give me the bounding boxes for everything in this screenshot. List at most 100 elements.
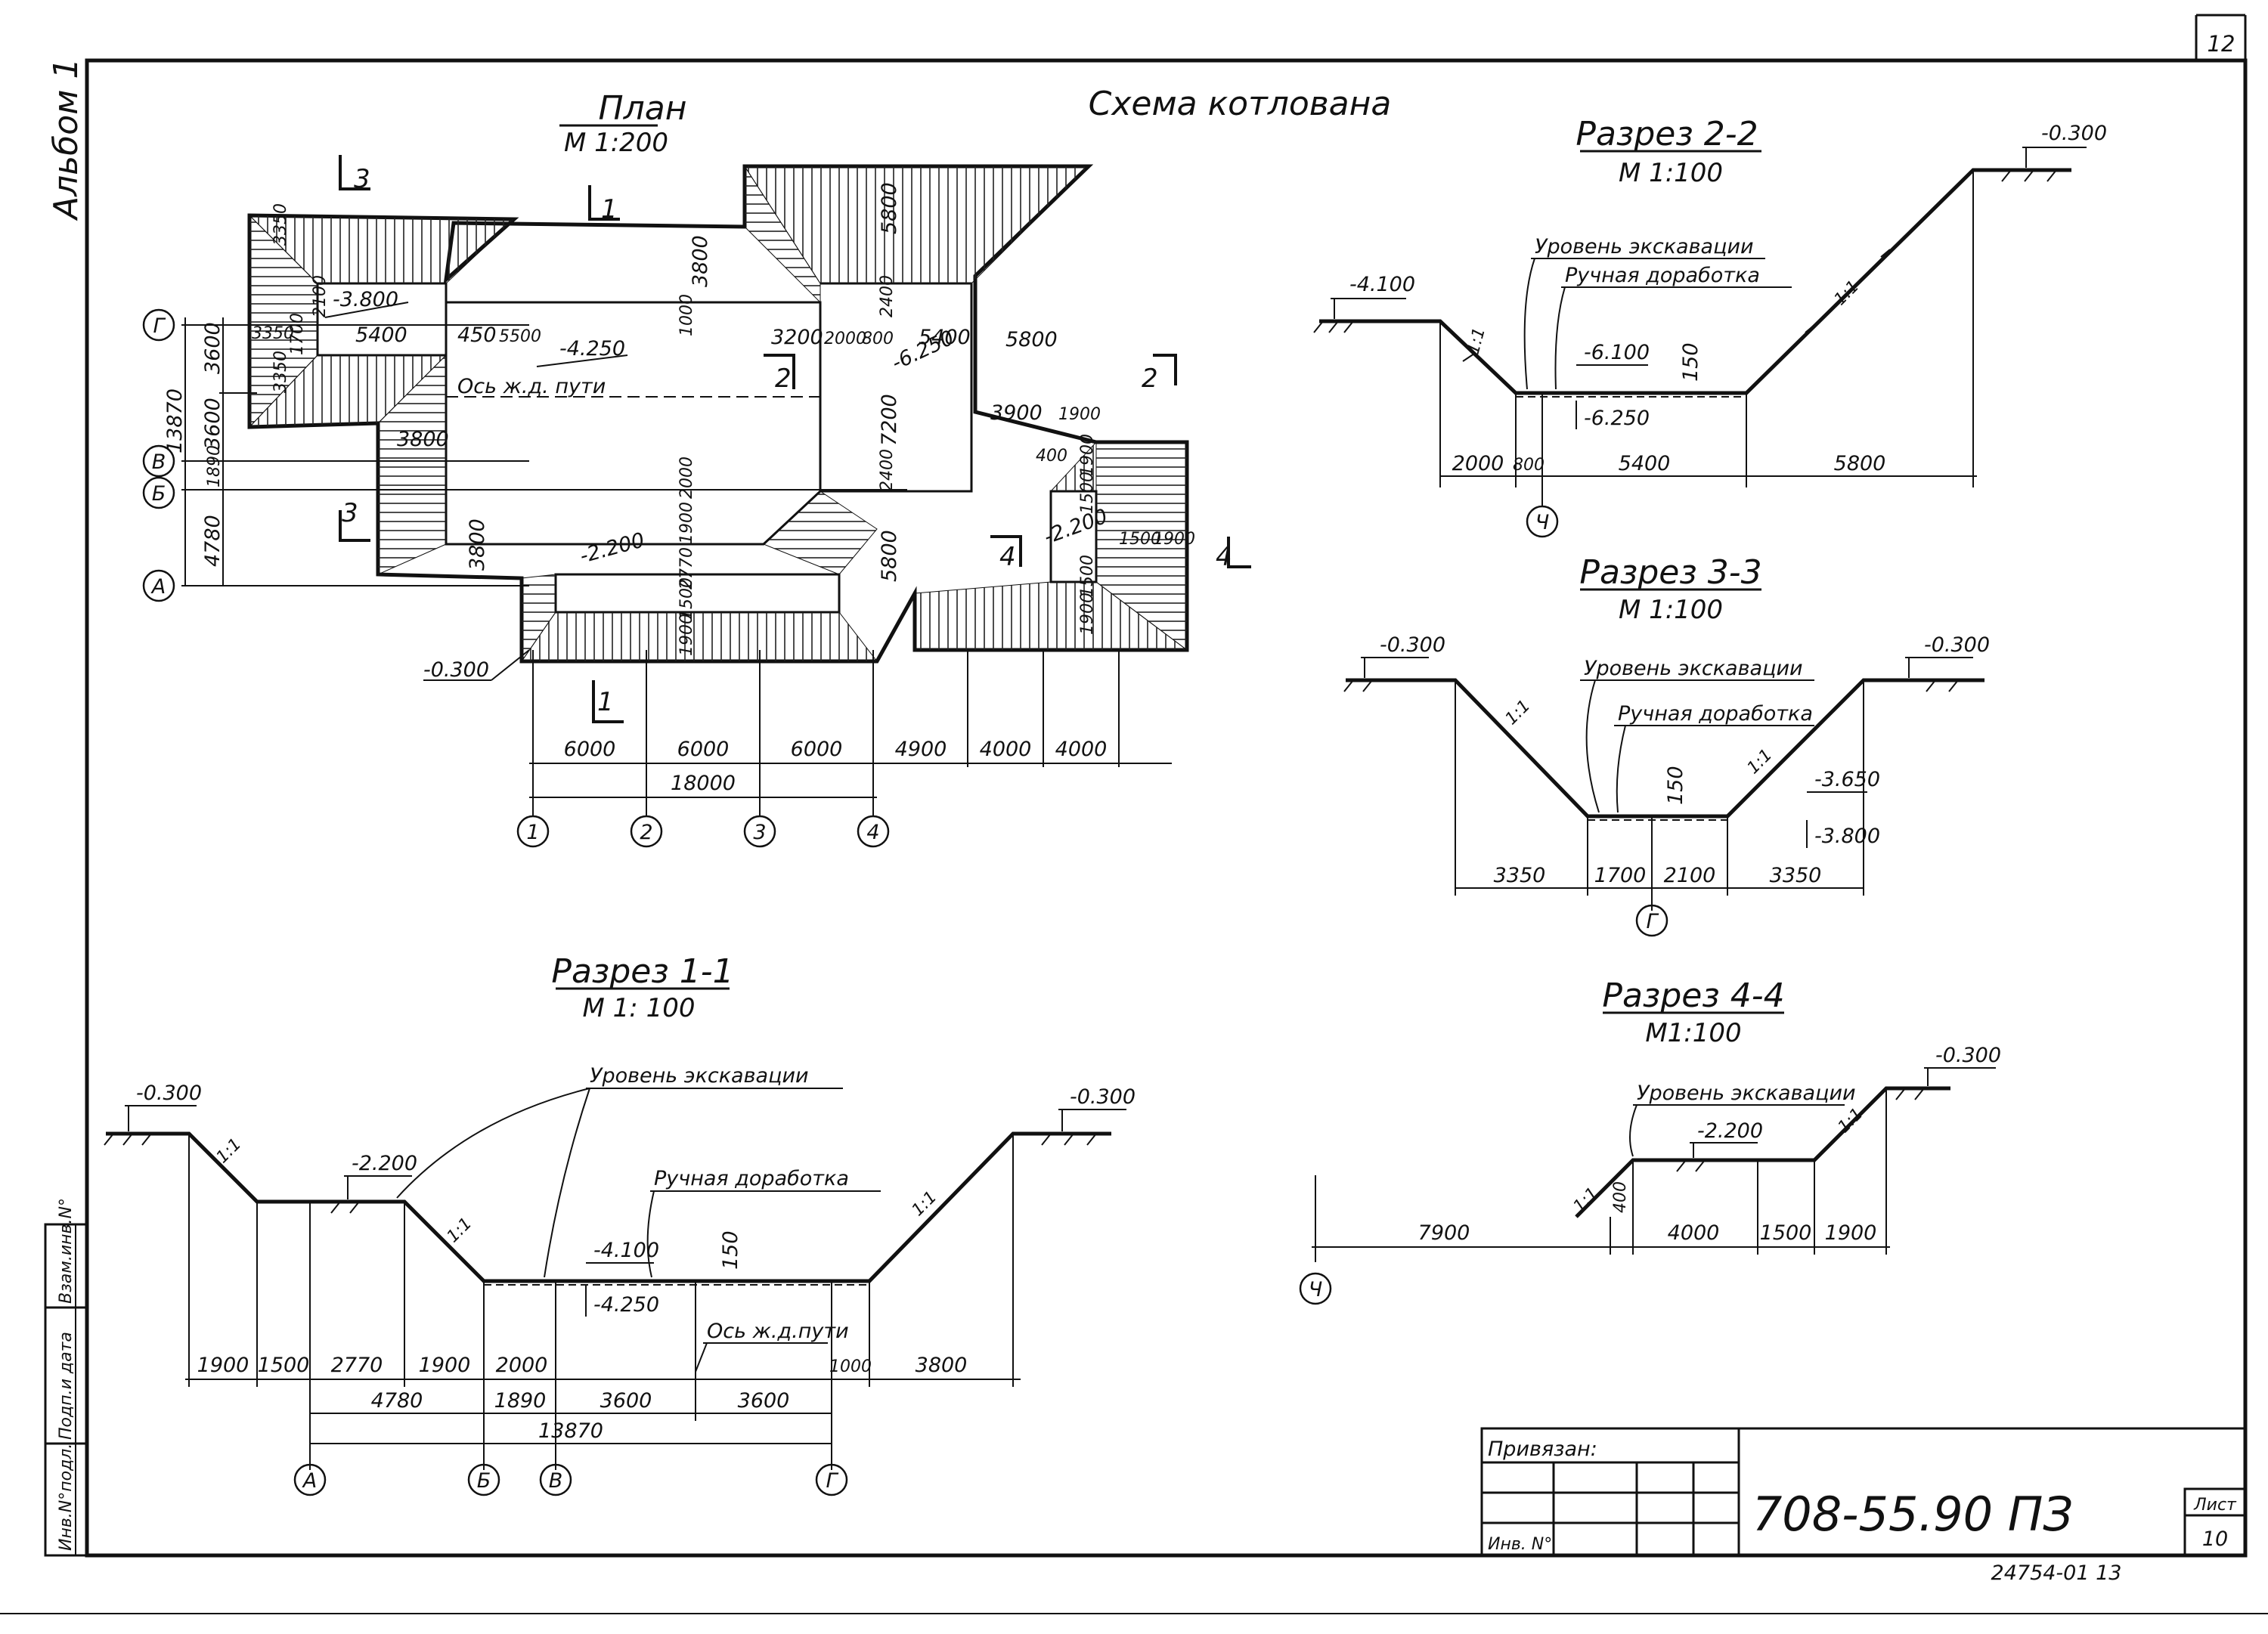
s11-slope-2: 1:1: [444, 1215, 476, 1247]
s11-dim-lines: [185, 1134, 1021, 1470]
plan-left-dim-2: 3600: [201, 398, 225, 450]
s33-level-r: -0.300: [1924, 633, 1990, 657]
list-number: 10: [2202, 1527, 2228, 1551]
dim-3800b: 3800: [397, 428, 449, 451]
plan-axis-col-4: [857, 815, 890, 848]
s22-axis-circle: [1526, 505, 1559, 538]
s33-level-l: -0.300: [1380, 633, 1445, 657]
s44-axis-circle: [1299, 1272, 1332, 1305]
s44-level-bench: -2.200: [1697, 1119, 1763, 1143]
s11-dim1-5: 2000: [496, 1354, 548, 1377]
s22-manual: Ручная доработка: [1565, 264, 1760, 287]
s44-scale: М1:100: [1645, 1018, 1741, 1048]
side-label-sign: Подп.и дата: [57, 1332, 76, 1440]
s22-dim-1: 2000: [1452, 452, 1504, 475]
s11-axis-a: А: [302, 1469, 317, 1493]
dim-1900b: 1900: [1078, 434, 1097, 476]
s33-excav: Уровень экскавации: [1584, 657, 1803, 680]
s33-dim-3: 2100: [1664, 864, 1716, 887]
plan-axis-col-2-label: 2: [640, 821, 652, 844]
s11-axis-v-circle: [539, 1463, 572, 1496]
plan-section-4b: 4: [999, 542, 1016, 572]
dim-1000: 1000: [677, 294, 696, 336]
plan-scale: М 1:200: [564, 128, 668, 158]
plan-axis-row-g-label: Г: [153, 314, 166, 338]
dim-3800a: 3800: [689, 235, 712, 287]
s33-ground-ticks: [1343, 679, 1959, 692]
s11-axis-b: Б: [477, 1469, 491, 1493]
plan-bottom-dim-4: 4900: [895, 738, 947, 761]
plan-section-marks: [339, 155, 1251, 723]
plan-slope-hatch: [248, 165, 1188, 663]
s11-dim2-3: 3600: [600, 1389, 652, 1413]
archive-code: 24754-01 13: [1991, 1561, 2122, 1585]
plan-axis-row-v: [142, 444, 175, 478]
s11-title: Разрез 1-1: [551, 952, 733, 991]
plan-axis-col-3: [743, 815, 776, 848]
s33-dim-4: 3350: [1770, 864, 1822, 887]
s44-dim-lines: [1312, 1088, 1890, 1262]
s33-title: Разрез 3-3: [1579, 553, 1761, 592]
s22-title: Разрез 2-2: [1576, 115, 1758, 153]
s22-level-a: -6.100: [1584, 341, 1650, 364]
plan-axis-row-v-label: В: [152, 450, 166, 474]
list-label: Лист: [2193, 1496, 2237, 1515]
dim-2000b: 2000: [677, 456, 696, 499]
s22-dim-lines: [1439, 170, 1977, 506]
s44-title: Разрез 4-4: [1602, 976, 1784, 1015]
dim-1900f: 1900: [1078, 593, 1097, 635]
plan-bottom-dim-3: 6000: [791, 738, 843, 761]
plan-axis-row-b: [142, 476, 175, 509]
s44-level-top: -0.300: [1935, 1044, 2001, 1067]
dim-1900d: 1900: [677, 502, 696, 544]
dim-5400a: 5400: [355, 323, 407, 347]
plan-title: План: [599, 89, 687, 128]
dim-2400b: 2400: [878, 449, 897, 491]
dim-5800a: 5800: [878, 182, 901, 234]
section-4-4: Разрез 4-4 М1:100 -0.300 Уровень экскава…: [1299, 976, 2001, 1305]
plan-left-dim-3: 1890: [205, 445, 224, 487]
plan-section-3a: 3: [354, 164, 370, 194]
dim-5500: 5500: [499, 327, 541, 346]
dim-2770: 2770: [677, 547, 696, 590]
plan-section-1b: 1: [597, 687, 614, 717]
s22-level-top-l: -4.100: [1349, 273, 1415, 296]
plan-bottom-dim-6: 4000: [1055, 738, 1108, 761]
dim-2000a: 2000: [824, 330, 866, 348]
s11-level-l: -0.300: [136, 1082, 202, 1105]
dim-3900: 3900: [990, 401, 1043, 425]
plan-left-dim-4: 4780: [201, 515, 225, 567]
plan-left-total: 13870: [163, 388, 187, 453]
s11-axis-g-circle: [815, 1463, 848, 1496]
plan-bottom-total: 18000: [671, 772, 736, 795]
plan-left-dim-1: 3600: [201, 322, 225, 374]
dim-1500c: 1500: [677, 577, 696, 620]
dim-7200: 7200: [878, 394, 901, 446]
plan-section-3b: 3: [342, 498, 358, 528]
s11-d150: 150: [719, 1230, 742, 1270]
side-label-inv: Инв.N°подл.: [57, 1444, 76, 1551]
s22-slope-l: 1:1: [1464, 326, 1489, 357]
section-2-2: Разрез 2-2 М 1:100 -0.300 -4.100 Уровень…: [1313, 115, 2107, 538]
plan-axis-row-a: [142, 569, 175, 602]
s22-dim-2: 800: [1513, 456, 1545, 475]
dim-400: 400: [1036, 447, 1067, 466]
dim-2100: 2100: [311, 275, 330, 317]
s11-manual: Ручная доработка: [654, 1167, 849, 1190]
side-label-replace: Взам.инв.N°: [57, 1198, 76, 1304]
s33-d150: 150: [1664, 766, 1687, 805]
section-1-1: Разрез 1-1 М 1: 100 -0.300 -0.300 -2.200…: [104, 952, 1136, 1496]
plan-section-4a: 4: [1216, 542, 1232, 572]
plan-inner-dims: 3350 2100 3350 1700 3350 5400 450 5500 3…: [252, 182, 1195, 656]
s22-axis: Ч: [1535, 511, 1550, 534]
plan-axis-col-4-label: 4: [866, 821, 879, 844]
doc-code: 708-55.90 ПЗ: [1752, 1487, 2073, 1542]
dim-1900c: 1900: [1153, 530, 1195, 549]
s11-rail-axis: Ось ж.д.пути: [707, 1320, 849, 1343]
s11-dim1-6: 1000: [829, 1357, 872, 1376]
section-3-3: Разрез 3-3 М 1:100 -0.300 -0.300 Уровень…: [1343, 553, 1990, 937]
plan-view: План М 1:200: [142, 89, 1251, 848]
plan-left-dimension-lines: [181, 317, 907, 586]
s22-scale: М 1:100: [1619, 158, 1723, 188]
sheet-number-top: 12: [2208, 31, 2235, 57]
